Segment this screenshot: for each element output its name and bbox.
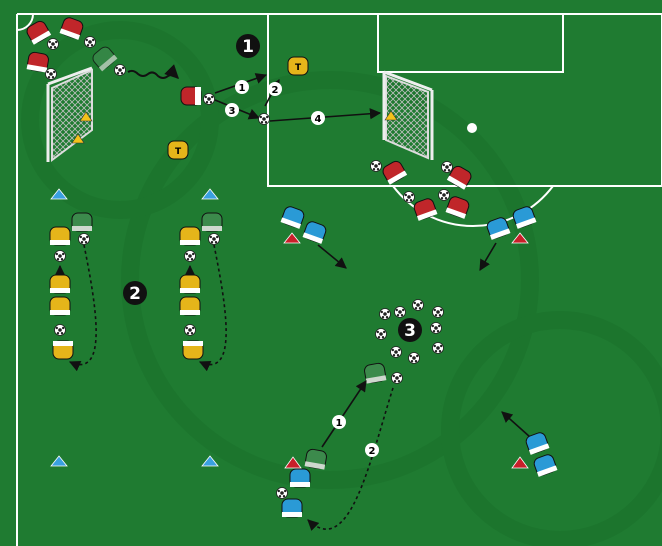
zone-label-1: 1	[236, 34, 260, 58]
svg-text:2: 2	[129, 284, 141, 304]
svg-text:4: 4	[315, 114, 322, 125]
svg-text:T: T	[175, 147, 182, 157]
zone-label-3: 3	[398, 318, 422, 342]
svg-text:3: 3	[404, 321, 416, 341]
svg-text:2: 2	[369, 446, 376, 457]
svg-text:1: 1	[239, 83, 246, 94]
svg-text:2: 2	[272, 85, 279, 96]
penalty-spot	[467, 123, 477, 133]
zone-label-2: 2	[123, 281, 147, 305]
svg-text:3: 3	[229, 106, 236, 117]
svg-text:T: T	[295, 63, 302, 73]
svg-text:1: 1	[336, 418, 343, 429]
svg-text:1: 1	[242, 37, 254, 57]
